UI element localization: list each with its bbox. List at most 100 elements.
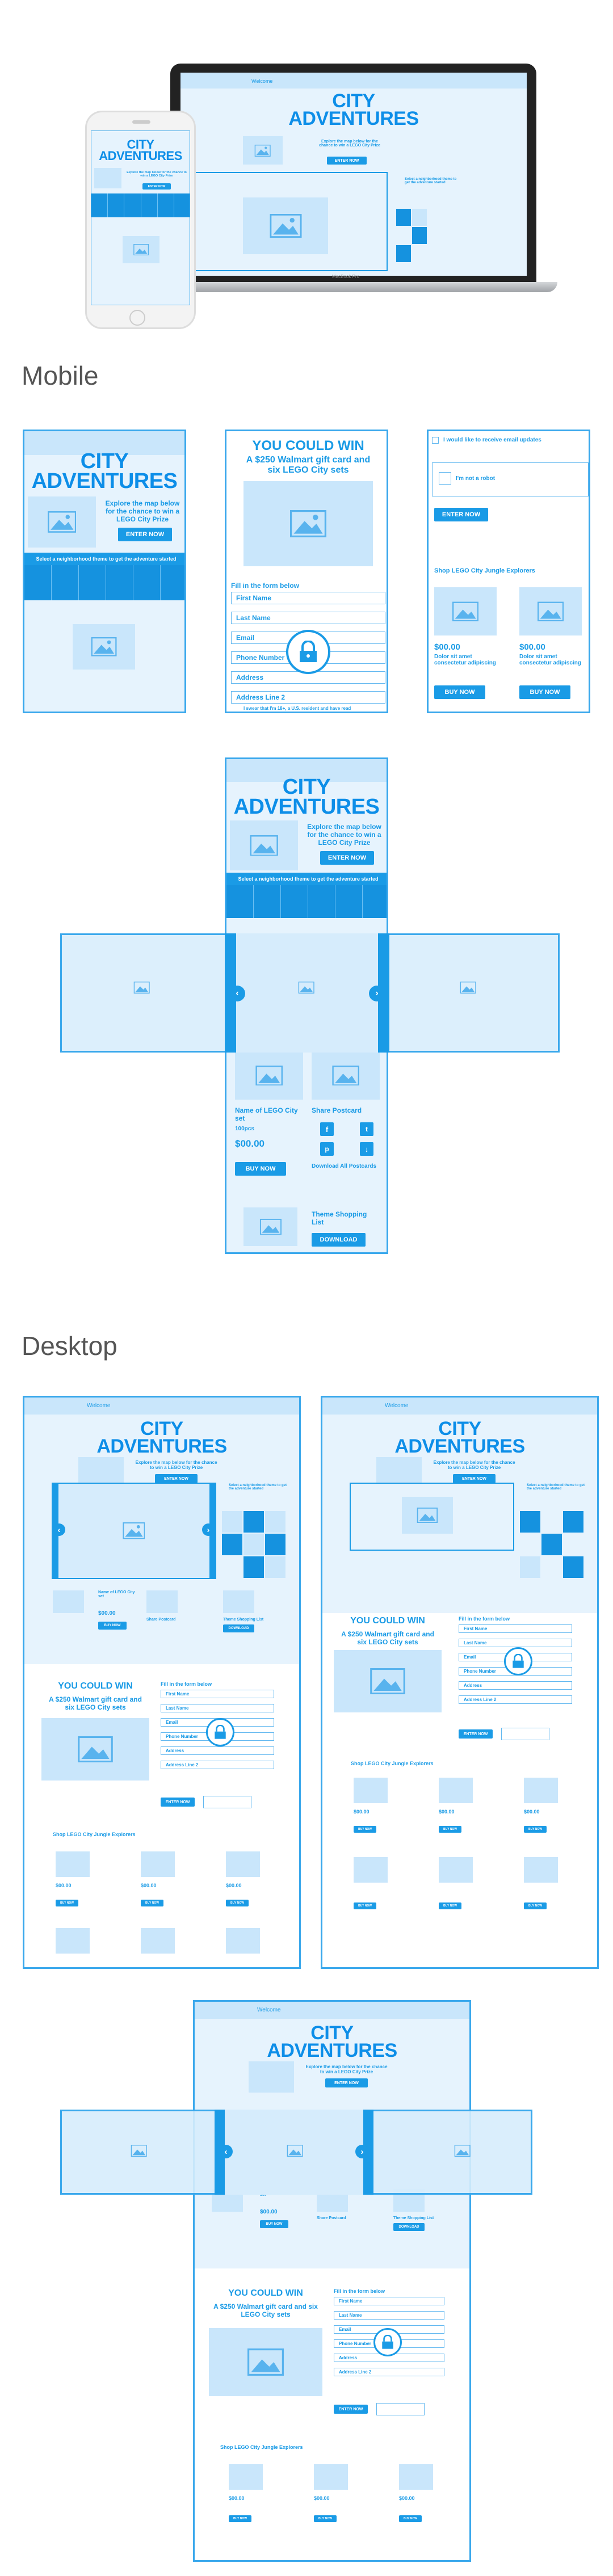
nav-label[interactable]: Welcome — [385, 1403, 409, 1409]
nav-label[interactable]: Welcome — [257, 2007, 281, 2013]
carousel-next-icon[interactable]: › — [355, 2145, 369, 2158]
theme-tile[interactable] — [265, 1511, 285, 1533]
theme-tile[interactable] — [563, 1511, 583, 1533]
buy-now-button[interactable]: BUY NOW — [524, 1826, 547, 1833]
download-all-link[interactable]: Download All Postcards — [312, 1163, 377, 1169]
tagline: Explore the map below for the chance to … — [105, 499, 180, 523]
resident-checkbox-label[interactable]: I swear that I'm 18+, a U.S. resident an… — [243, 706, 351, 711]
buy-now-button[interactable]: BUY NOW — [439, 1826, 461, 1833]
enter-now-button[interactable]: ENTER NOW — [118, 528, 172, 541]
theme-tile[interactable] — [520, 1511, 540, 1533]
address-line2-field[interactable]: Address Line 2 — [161, 1761, 274, 1769]
address-line2-field[interactable]: Address Line 2 — [334, 2368, 444, 2376]
captcha-checkbox[interactable] — [439, 472, 451, 485]
captcha-box[interactable] — [203, 1796, 251, 1808]
carousel-prev-icon[interactable]: ‹ — [53, 1523, 65, 1536]
buy-now-button[interactable]: BUY NOW — [98, 1622, 127, 1630]
product-price: $00.00 — [439, 1809, 455, 1815]
buy-now-button[interactable]: BUY NOW — [141, 1900, 163, 1906]
enter-now-button[interactable]: ENTER NOW — [327, 157, 367, 165]
enter-now-button[interactable]: ENTER NOW — [434, 508, 488, 521]
enter-now-button[interactable]: ENTER NOW — [334, 2405, 368, 2414]
address-line2-field[interactable]: Address Line 2 — [231, 691, 385, 704]
captcha-box[interactable] — [376, 2403, 425, 2415]
theme-strip[interactable] — [226, 885, 387, 918]
last-name-field[interactable]: Last Name — [334, 2311, 444, 2320]
address-field[interactable]: Address — [459, 1681, 572, 1690]
theme-tile[interactable] — [243, 1556, 264, 1578]
carousel-prev-icon[interactable]: ‹ — [229, 986, 245, 1001]
mobile-frame-shop: I would like to receive email updates I'… — [427, 430, 590, 713]
carousel-next-icon[interactable]: › — [369, 986, 385, 1001]
theme-tile[interactable] — [412, 209, 427, 226]
product-price: $00.00 — [399, 2495, 415, 2501]
buy-now-button[interactable]: BUY NOW — [354, 1902, 376, 1909]
nav-label[interactable]: Welcome — [87, 1403, 111, 1409]
theme-tile[interactable] — [222, 1511, 242, 1533]
theme-tile[interactable] — [265, 1556, 285, 1578]
theme-tile[interactable] — [243, 1511, 264, 1533]
postcard-image — [312, 1051, 380, 1100]
first-name-field[interactable]: First Name — [161, 1690, 274, 1698]
theme-strip[interactable] — [24, 565, 184, 600]
buy-now-button[interactable]: BUY NOW — [399, 2515, 422, 2522]
enter-now-button[interactable]: ENTER NOW — [325, 2078, 368, 2087]
last-name-field[interactable]: Last Name — [231, 612, 385, 624]
enter-now-button[interactable]: ENTER NOW — [161, 1798, 195, 1807]
prize-image — [334, 1650, 442, 1712]
enter-now-button[interactable]: ENTER NOW — [459, 1729, 493, 1739]
captcha-box[interactable] — [432, 462, 589, 496]
buy-now-button[interactable]: BUY NOW — [524, 1902, 547, 1909]
buy-now-button[interactable]: BUY NOW — [519, 685, 570, 699]
enter-now-button[interactable]: ENTER NOW — [142, 183, 171, 190]
logo-placeholder — [203, 76, 220, 86]
theme-tile[interactable] — [520, 1556, 540, 1578]
nav-label[interactable]: Welcome — [251, 78, 273, 84]
buy-now-button[interactable]: BUY NOW — [56, 1900, 78, 1906]
map-carousel[interactable] — [52, 1483, 216, 1579]
theme-tile[interactable] — [412, 227, 427, 244]
theme-tile[interactable] — [222, 1534, 242, 1555]
theme-tile[interactable] — [396, 245, 411, 262]
theme-strip[interactable] — [91, 193, 190, 217]
download-icon[interactable]: ↓ — [360, 1142, 373, 1156]
lock-icon — [286, 630, 330, 674]
product-image — [226, 1851, 260, 1877]
address-line2-field[interactable]: Address Line 2 — [459, 1695, 572, 1704]
carousel-prev-icon[interactable]: ‹ — [219, 2145, 233, 2158]
buy-now-button[interactable]: BUY NOW — [235, 1162, 286, 1176]
download-button[interactable]: DOWNLOAD — [393, 2223, 425, 2231]
theme-tile[interactable] — [243, 1534, 264, 1555]
download-button[interactable]: DOWNLOAD — [223, 1624, 254, 1632]
contest-prize: A $250 Walmart gift card and six LEGO Ci… — [213, 2303, 318, 2318]
theme-tile[interactable] — [541, 1534, 562, 1555]
buy-now-button[interactable]: BUY NOW — [229, 2515, 251, 2522]
last-name-field[interactable]: Last Name — [161, 1704, 274, 1712]
first-name-field[interactable]: First Name — [334, 2297, 444, 2305]
buy-now-button[interactable]: BUY NOW — [439, 1902, 461, 1909]
enter-now-button[interactable]: ENTER NOW — [453, 1474, 496, 1483]
carousel-next-icon[interactable]: › — [202, 1523, 215, 1536]
buy-now-button[interactable]: BUY NOW — [260, 2220, 288, 2228]
buy-now-button[interactable]: BUY NOW — [434, 685, 485, 699]
theme-tile[interactable] — [265, 1534, 285, 1555]
first-name-field[interactable]: First Name — [459, 1624, 572, 1633]
buy-now-button[interactable]: BUY NOW — [354, 1826, 376, 1833]
address-field[interactable]: Address — [161, 1746, 274, 1755]
twitter-icon[interactable]: t — [360, 1122, 373, 1136]
theme-tile[interactable] — [396, 209, 411, 226]
email-checkbox[interactable] — [432, 437, 439, 444]
last-name-field[interactable]: Last Name — [459, 1639, 572, 1647]
enter-now-button[interactable]: ENTER NOW — [155, 1474, 198, 1483]
theme-tile[interactable] — [563, 1556, 583, 1578]
first-name-field[interactable]: First Name — [231, 592, 385, 604]
shop-title: Shop LEGO City Jungle Explorers — [434, 567, 535, 574]
buy-now-button[interactable]: BUY NOW — [226, 1900, 249, 1906]
enter-now-button[interactable]: ENTER NOW — [320, 851, 374, 865]
facebook-icon[interactable]: f — [320, 1122, 334, 1136]
buy-now-button[interactable]: BUY NOW — [314, 2515, 337, 2522]
pinterest-icon[interactable]: p — [320, 1142, 334, 1156]
captcha-box[interactable] — [501, 1728, 549, 1740]
download-button[interactable]: DOWNLOAD — [312, 1233, 366, 1247]
